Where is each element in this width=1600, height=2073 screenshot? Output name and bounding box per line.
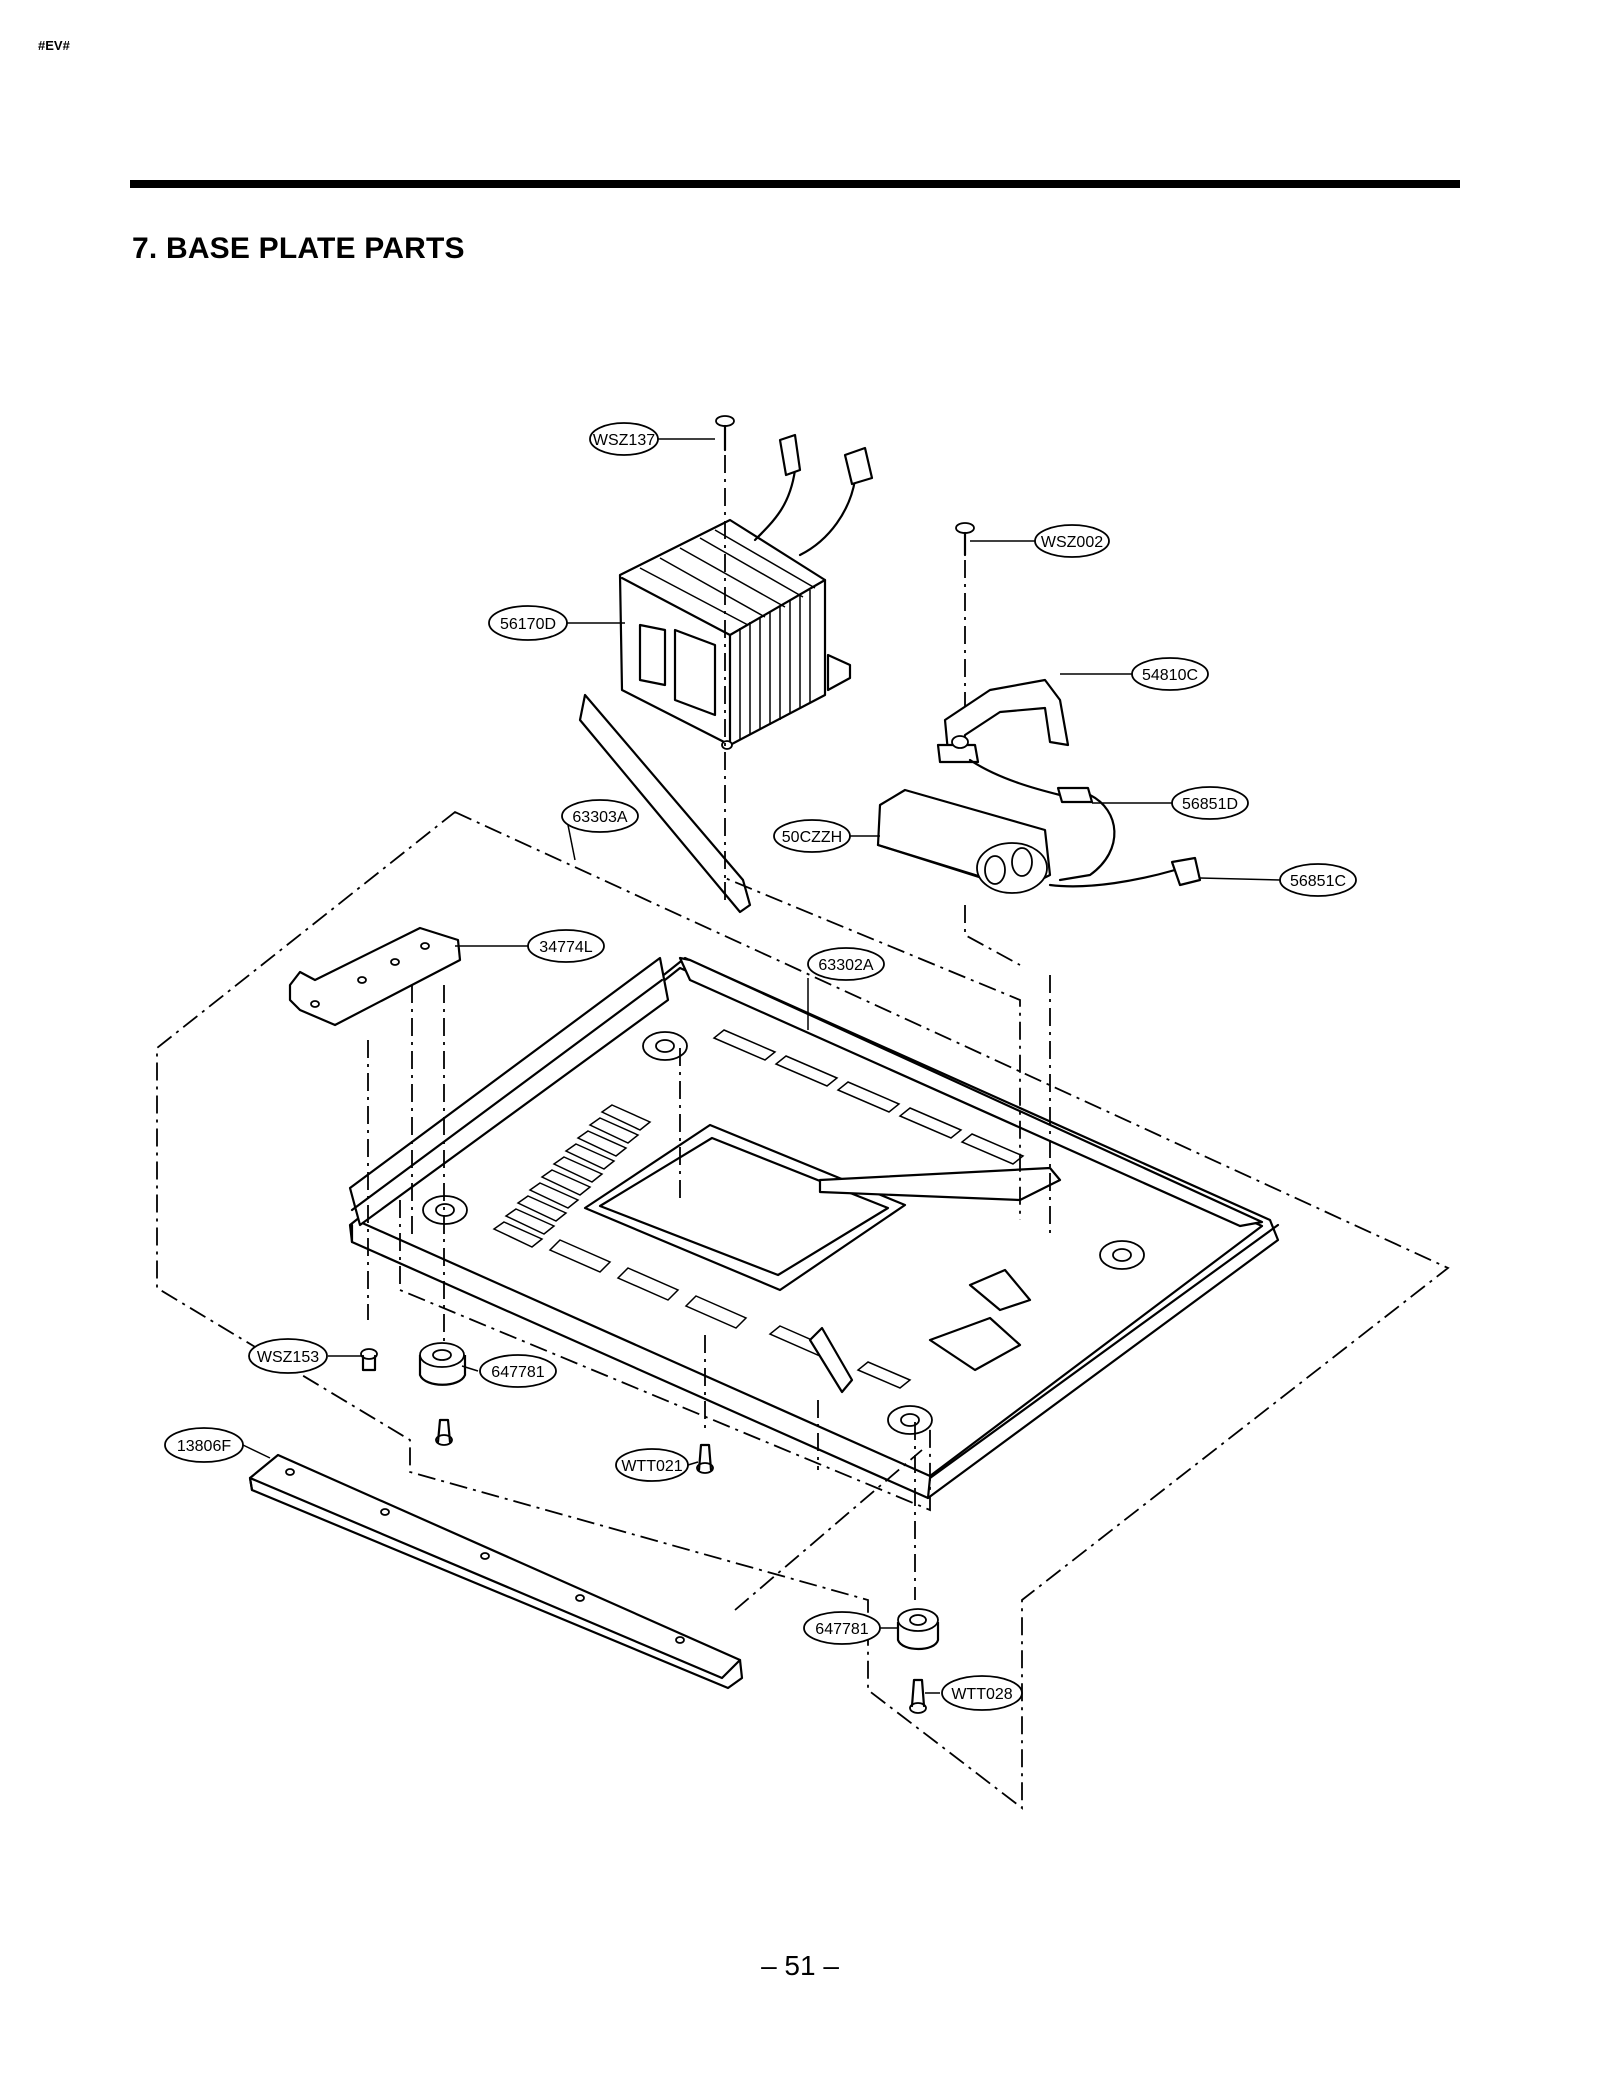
callout-label: 56851C bbox=[1290, 873, 1346, 890]
base-bar-13806f bbox=[248, 1453, 744, 1690]
callout-50czzh: 50CZZH bbox=[773, 819, 851, 853]
callout-label: WTT028 bbox=[951, 1686, 1012, 1703]
callout-56851d: 56851D bbox=[1171, 786, 1249, 820]
callout-wtt028: WTT028 bbox=[941, 1675, 1023, 1711]
callout-label: WSZ137 bbox=[593, 432, 655, 449]
callout-647781-left: 647781 bbox=[479, 1354, 557, 1388]
bracket-34774l bbox=[288, 926, 462, 1027]
callout-label: 34774L bbox=[539, 939, 592, 956]
callout-63303a: 63303A bbox=[561, 799, 639, 833]
capacitor-clamp bbox=[936, 678, 1070, 764]
screw-under-foot-left bbox=[435, 1418, 453, 1446]
callout-label: WSZ002 bbox=[1041, 534, 1103, 551]
callout-wtt021: WTT021 bbox=[615, 1448, 689, 1482]
callout-56851c: 56851C bbox=[1279, 863, 1357, 897]
alignment-lines bbox=[367, 455, 1021, 1611]
callout-label: WSZ153 bbox=[257, 1349, 319, 1366]
capacitor-wires bbox=[968, 758, 1202, 888]
callout-wsz137: WSZ137 bbox=[589, 422, 659, 456]
callout-34774l: 34774L bbox=[527, 929, 605, 963]
callout-647781-right: 647781 bbox=[803, 1611, 881, 1645]
foot-647781-left bbox=[418, 1342, 467, 1386]
section-title: 7. BASE PLATE PARTS bbox=[132, 232, 465, 265]
callout-label: 50CZZH bbox=[782, 829, 842, 846]
page-number: – 51 – bbox=[761, 1950, 839, 1981]
high-voltage-transformer bbox=[578, 518, 852, 914]
callout-label: 647781 bbox=[491, 1364, 544, 1381]
screw-wsz137 bbox=[715, 415, 735, 452]
callout-label: 63303A bbox=[572, 809, 627, 826]
callout-label: 56170D bbox=[500, 616, 556, 633]
callout-56170d: 56170D bbox=[488, 605, 568, 641]
title-rule bbox=[130, 180, 1460, 188]
callout-54810c: 54810C bbox=[1131, 657, 1209, 691]
rear-frame-outline bbox=[399, 975, 1051, 1512]
base-plate bbox=[348, 956, 1280, 1500]
callout-label: 56851D bbox=[1182, 796, 1238, 813]
high-voltage-capacitor bbox=[876, 788, 1052, 894]
header-tag: #EV# bbox=[38, 38, 70, 53]
callout-wsz153: WSZ153 bbox=[248, 1338, 328, 1374]
callout-leader-lines bbox=[242, 438, 1281, 1694]
foot-647781-right bbox=[896, 1608, 940, 1651]
screw-wtt021 bbox=[696, 1443, 714, 1474]
screw-wsz002 bbox=[955, 522, 975, 557]
callout-label: 13806F bbox=[177, 1438, 231, 1455]
screw-wsz153 bbox=[360, 1348, 378, 1372]
callout-wsz002: WSZ002 bbox=[1034, 524, 1110, 558]
transformer-lead-wires bbox=[753, 433, 874, 557]
callout-63302a: 63302A bbox=[807, 947, 885, 981]
callout-label: WTT021 bbox=[621, 1458, 682, 1475]
callout-label: 63302A bbox=[818, 957, 873, 974]
screw-wtt028 bbox=[909, 1678, 927, 1714]
callout-label: 647781 bbox=[815, 1621, 868, 1638]
callout-13806f: 13806F bbox=[164, 1427, 244, 1463]
assembly-boundary-line bbox=[156, 810, 1450, 1810]
callout-label: 54810C bbox=[1142, 667, 1198, 684]
